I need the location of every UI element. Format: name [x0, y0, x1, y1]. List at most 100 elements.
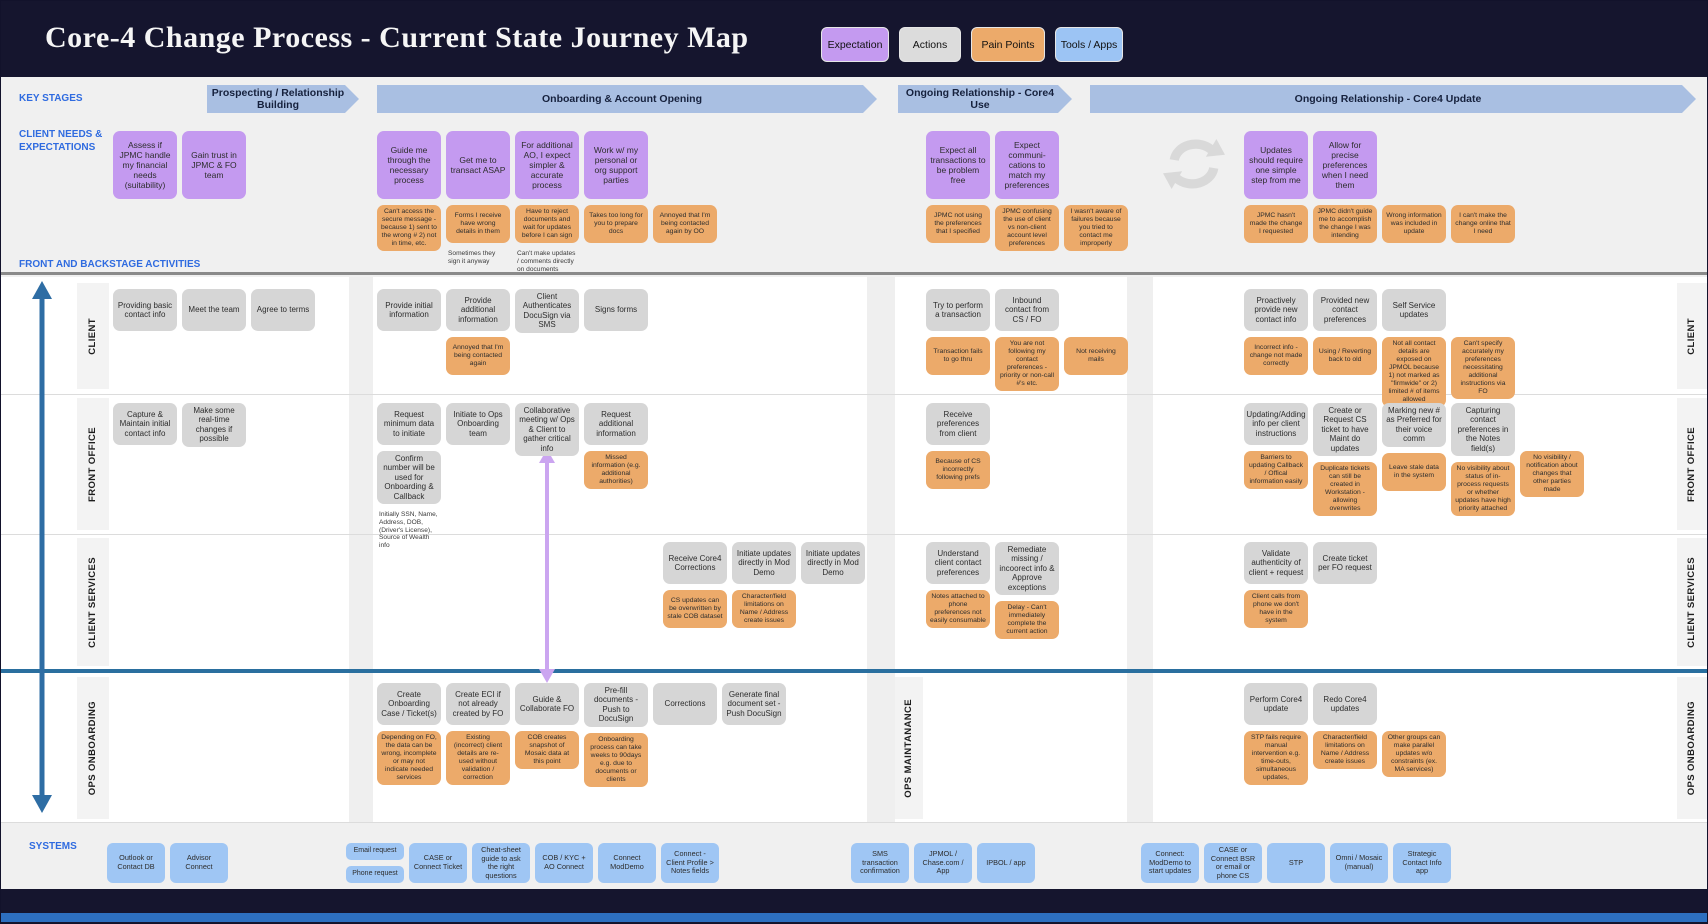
- tool-app-card: STP: [1267, 843, 1325, 883]
- card-stack: Initiate updates directly in Mod Demo: [801, 542, 865, 584]
- key-stages-label: KEY STAGES: [19, 93, 83, 104]
- pain-point-card: Forms I receive have wrong details in th…: [446, 205, 510, 243]
- pain-point-card: Leave stale data in the system: [1382, 452, 1446, 491]
- expectation-card: Get me to transact ASAP: [446, 131, 510, 199]
- card-stack: Work w/ my personal or org support parti…: [584, 131, 648, 243]
- card-stack: Assess if JPMC handle my financial needs…: [113, 131, 177, 199]
- action-card: Signs forms: [584, 289, 648, 331]
- card-stack: Marking new # as Preferred for their voi…: [1382, 403, 1446, 491]
- expectation-card: Guide me through the necessary process: [377, 131, 441, 199]
- card-stack: Updating/Adding info per client instruct…: [1244, 403, 1308, 490]
- card-stack: Other groups can make parallel updates w…: [1382, 683, 1446, 778]
- action-card: Guide & Collaborate FO: [515, 683, 579, 725]
- lane-label-client-right: CLIENT: [1677, 283, 1707, 389]
- pain-point-card: Other groups can make parallel updates w…: [1382, 731, 1446, 778]
- ops-onboarding-cell: Create Onboarding Case / Ticket(s)Depend…: [377, 683, 786, 787]
- bidirectional-arrow-icon: [29, 281, 55, 813]
- legend-tools-apps[interactable]: Tools / Apps: [1055, 27, 1123, 62]
- pain-point-card: Wrong information was included in update: [1382, 205, 1446, 243]
- action-card: Client Authenticates DocuSign via SMS: [515, 289, 579, 333]
- activities-top-divider: [1, 272, 1707, 275]
- pain-point-card: I can't make the change online that I ne…: [1451, 205, 1515, 243]
- card-stack: COB / KYC + AO Connect: [535, 843, 593, 883]
- card-stack: CASE or Connect BSR or email or phone CS: [1204, 843, 1262, 884]
- stage-arrow-onboarding: Onboarding & Account Opening: [377, 85, 877, 113]
- expectation-card: Allow for precise preferences when I nee…: [1313, 131, 1377, 199]
- note-text: Can't make updates / comments directly o…: [517, 250, 576, 273]
- card-stack: Create ticket per FO request: [1313, 542, 1377, 584]
- pain-point-card: No visibility about status of in-process…: [1451, 462, 1515, 517]
- lane-divider: [1, 534, 1707, 535]
- note-text: Initially SSN, Name, Address, DOB, (Driv…: [379, 511, 438, 550]
- action-card: Create ECI if not already created by FO: [446, 683, 510, 725]
- expectation-card: For additional AO, I expect simpler & ac…: [515, 131, 579, 199]
- tool-app-card: Connect - Client Profile > Notes fields: [661, 843, 719, 883]
- action-card: Perform Core4 update: [1244, 683, 1308, 725]
- card-stack: Can't specify accurately my preferences …: [1451, 289, 1515, 400]
- card-stack: Create or Request CS ticket to have Main…: [1313, 403, 1377, 517]
- action-card: Pre-fill documents - Push to DocuSign: [584, 683, 648, 727]
- page-title: Core-4 Change Process - Current State Jo…: [45, 21, 749, 54]
- legend-actions[interactable]: Actions: [899, 27, 961, 62]
- card-stack: Get me to transact ASAP Forms I receive h…: [446, 131, 510, 267]
- card-stack: Not receiving mails: [1064, 289, 1128, 375]
- card-stack: Updates should require one simple step f…: [1244, 131, 1308, 243]
- frontstage-backstage-divider: [1, 669, 1707, 673]
- pain-point-card: Barriers to updating Callback / Offical …: [1244, 451, 1308, 490]
- pain-point-card: Not all contact details are exposed on J…: [1382, 337, 1446, 408]
- pain-point-card: Missed information (e.g. additional auth…: [584, 451, 648, 490]
- tool-app-card: Omni / Mosaic (manual): [1330, 843, 1388, 883]
- card-stack: STP: [1267, 843, 1325, 883]
- card-stack: Connect: ModDemo to start updates: [1141, 843, 1199, 883]
- card-stack: Allow for precise preferences when I nee…: [1313, 131, 1377, 244]
- stage-label: Prospecting / Relationship Building: [211, 87, 345, 111]
- section-gutter: [867, 277, 895, 823]
- action-card: Corrections: [653, 683, 717, 725]
- stage-arrow-core4-update: Ongoing Relationship - Core4 Update: [1090, 85, 1696, 113]
- card-stack: Initiate to Ops Onboarding team: [446, 403, 510, 445]
- lane-divider: [1, 822, 1707, 823]
- card-stack: No visibility / notification about chang…: [1520, 403, 1584, 498]
- expectation-card: Expect all transactions to be problem fr…: [926, 131, 990, 199]
- stage-arrow-prospecting: Prospecting / Relationship Building: [207, 85, 359, 113]
- pain-point-card: JPMC didn't guide me to accomplish the c…: [1313, 205, 1377, 244]
- card-stack: Omni / Mosaic (manual): [1330, 843, 1388, 883]
- action-card: Initiate to Ops Onboarding team: [446, 403, 510, 445]
- needs-prospecting-cell: Assess if JPMC handle my financial needs…: [113, 131, 246, 199]
- pain-point-card: JPMC confusing the use of client vs non-…: [995, 205, 1059, 252]
- legend-expectation[interactable]: Expectation: [821, 27, 889, 62]
- refresh-cycle-icon: [1161, 135, 1227, 193]
- pain-point-card: Existing (incorrect) client details are …: [446, 731, 510, 786]
- lane-label-client-services: CLIENT SERVICES: [77, 538, 109, 666]
- tool-app-card: CASE or Connect BSR or email or phone CS: [1204, 843, 1262, 884]
- tool-app-card: IPBOL / app: [977, 843, 1035, 883]
- expectation-card: Gain trust in JPMC & FO team: [182, 131, 246, 199]
- card-stack: Connect - Client Profile > Notes fields: [661, 843, 719, 883]
- action-card: Receive preferences from client: [926, 403, 990, 445]
- tool-app-card: Strategic Contact Info app: [1393, 843, 1451, 883]
- tool-app-card: COB / KYC + AO Connect: [535, 843, 593, 883]
- stage-label: Ongoing Relationship - Core4 Update: [1294, 93, 1482, 105]
- action-card: Request minimum data to initiate: [377, 403, 441, 445]
- action-card: Validate authenticity of client + reques…: [1244, 542, 1308, 584]
- pain-point-card: JPMC hasn't made the change I requested: [1244, 205, 1308, 243]
- action-card: Marking new # as Preferred for their voi…: [1382, 403, 1446, 447]
- tool-app-card: CASE or Connect Ticket: [409, 843, 467, 883]
- pain-point-card: Using / Reverting back to old: [1313, 337, 1377, 375]
- pain-point-card: You are not following my contact prefere…: [995, 337, 1059, 392]
- legend-pain-points[interactable]: Pain Points: [971, 27, 1045, 62]
